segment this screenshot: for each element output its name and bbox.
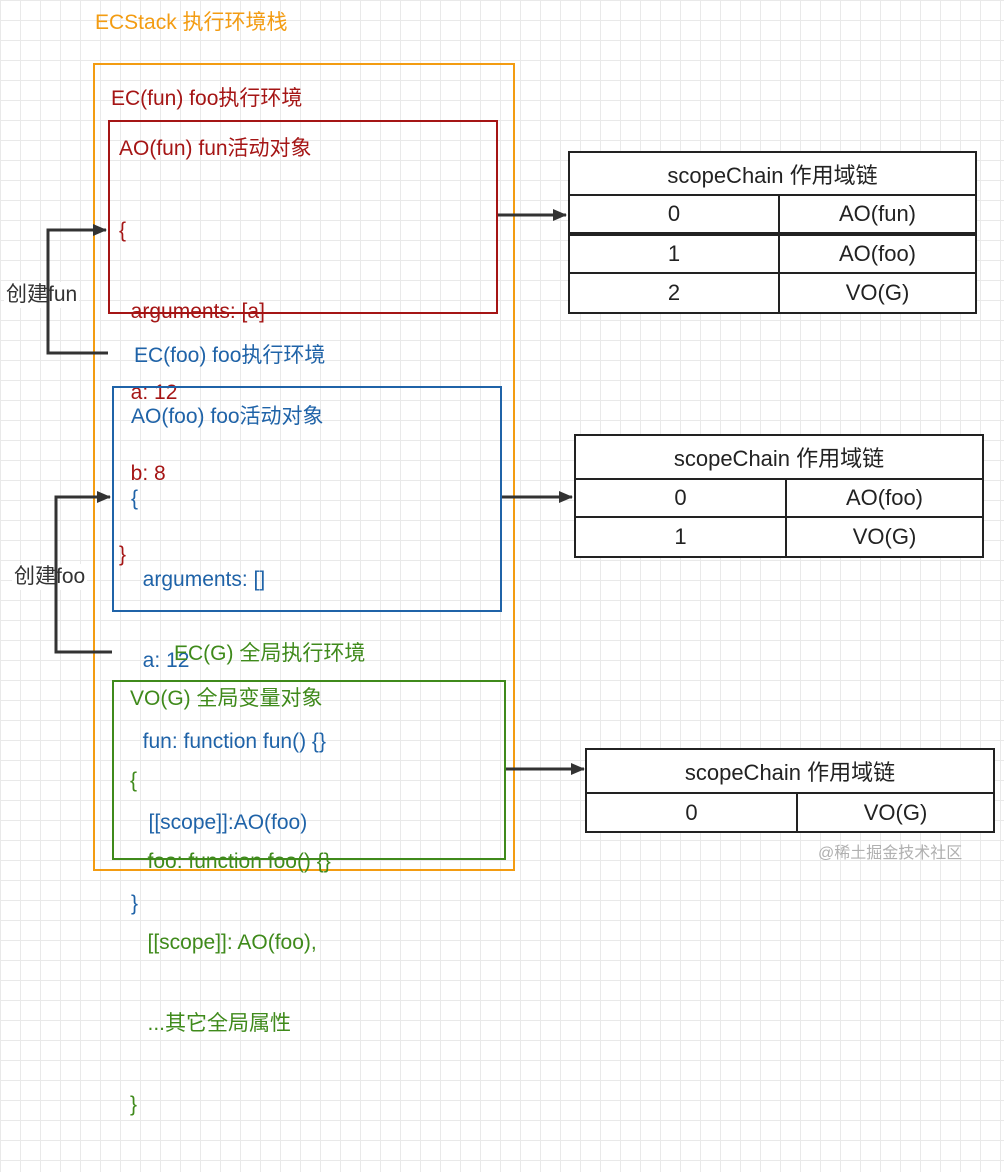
connector-arrows: [46, 209, 585, 775]
scope-index: 1: [568, 234, 780, 274]
ecstack-container: [93, 63, 515, 871]
create-fun-connector: [46, 224, 108, 355]
scope-index: 2: [568, 272, 780, 314]
code-line: ...其它全局属性: [130, 1012, 292, 1035]
scope-value: AO(fun): [778, 194, 977, 234]
ec-fun-title: EC(fun) foo执行环境: [111, 87, 303, 110]
create-fun-label: 创建fun: [4, 282, 80, 308]
create-foo-label: 创建foo: [12, 564, 88, 590]
scope-chain-foo: scopeChain 作用域链 0 AO(foo) 1 VO(G): [574, 434, 984, 559]
scope-chain-global: scopeChain 作用域链 0 VO(G): [585, 748, 995, 833]
scope-value: VO(G): [785, 516, 984, 558]
scope-value: VO(G): [796, 792, 995, 833]
code-line: [[scope]]:AO(foo): [131, 811, 308, 834]
scope-index: 0: [574, 478, 787, 518]
vo-global-title: VO(G) 全局变量对象: [130, 687, 323, 710]
code-line: {: [130, 769, 138, 792]
code-line: }: [119, 543, 127, 566]
code-line: foo: function foo() {}: [130, 850, 331, 873]
scope-value: AO(foo): [785, 478, 984, 518]
code-line: [[scope]]: AO(foo),: [130, 931, 317, 954]
ao-fun-title: AO(fun) fun活动对象: [119, 137, 312, 160]
ec-global-title: EC(G) 全局执行环境: [174, 642, 366, 665]
ao-foo-box: AO(foo) foo活动对象 { arguments: [] a: 12 fu…: [112, 386, 502, 915]
ec-foo-title: EC(foo) foo执行环境: [134, 344, 326, 367]
ao-foo-body: { arguments: [] a: 12 fun: function fun(…: [131, 431, 326, 971]
code-line: arguments: []: [131, 568, 266, 591]
code-line: {: [119, 219, 127, 242]
code-line: b: 8: [119, 462, 166, 485]
stack-title: ECStack 执行环境栈: [95, 11, 288, 34]
scope-value: AO(foo): [778, 234, 977, 274]
watermark: @稀土掘金技术社区: [818, 845, 963, 862]
scope-chain-header: scopeChain 作用域链: [568, 151, 977, 196]
scope-index: 0: [585, 792, 798, 833]
create-foo-connector: [54, 491, 112, 654]
scope-index: 0: [568, 194, 780, 234]
scope-value: VO(G): [778, 272, 977, 314]
scope-chain-header: scopeChain 作用域链: [585, 748, 995, 794]
code-line: {: [131, 487, 139, 510]
code-line: arguments: [a]: [119, 300, 265, 323]
scope-chain-header: scopeChain 作用域链: [574, 434, 984, 480]
scope-chain-fun: scopeChain 作用域链 0 AO(fun) 1 AO(foo) 2 VO…: [568, 151, 978, 315]
code-line: fun: function fun() {}: [131, 730, 326, 753]
code-line: }: [130, 1093, 138, 1116]
code-line: a: 12: [131, 649, 190, 672]
scope-index: 1: [574, 516, 787, 558]
ao-foo-title: AO(foo) foo活动对象: [131, 405, 324, 428]
